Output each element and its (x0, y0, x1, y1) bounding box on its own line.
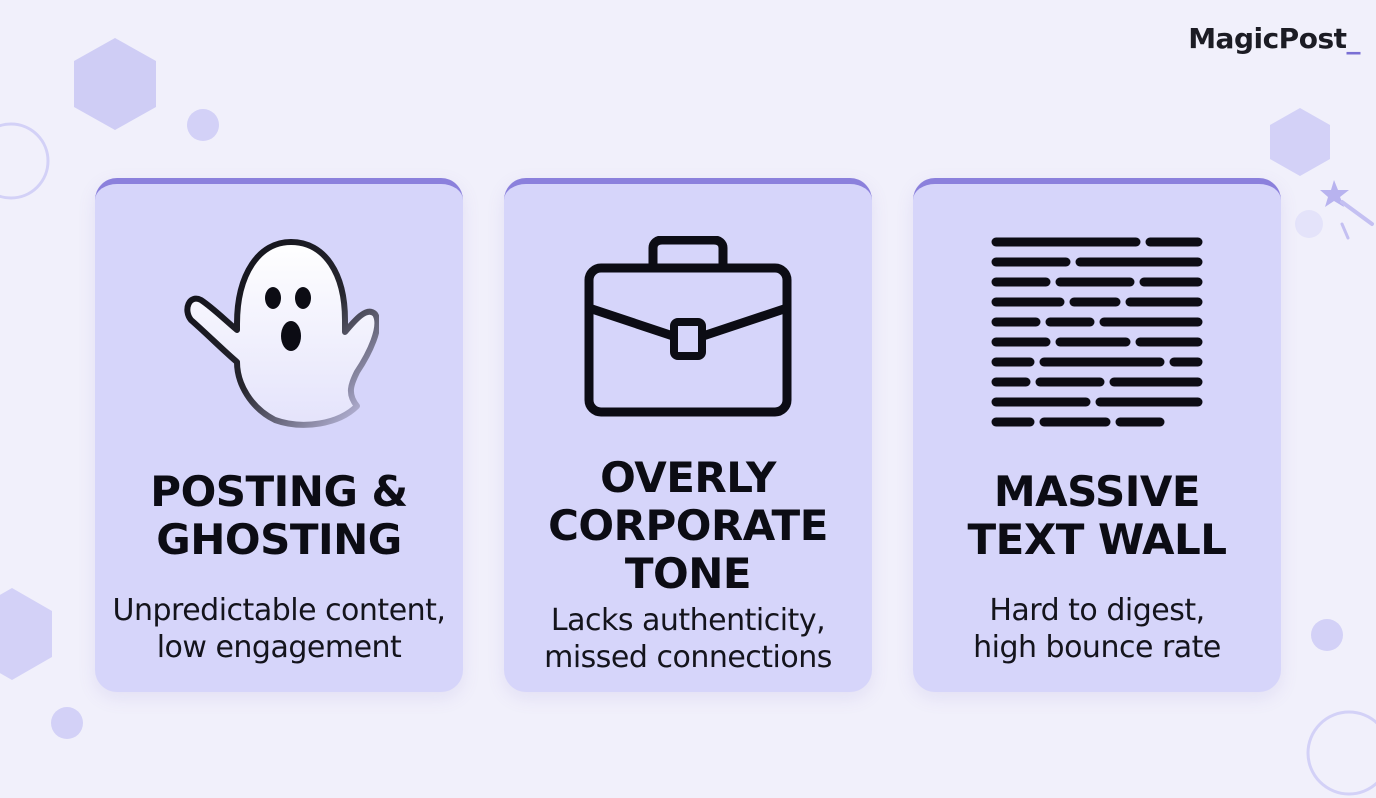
ring-decoration-left (0, 122, 50, 200)
brand-name: MagicPost (1188, 22, 1347, 55)
hexagon-decoration-top-left (74, 38, 156, 130)
card-corporate-tone: OVERLY CORPORATE TONE Lacks authenticity… (504, 178, 872, 692)
brand-cursor: _ (1346, 22, 1361, 55)
card-posting-ghosting: POSTING & GHOSTING Unpredictable content… (95, 178, 463, 692)
card-title: OVERLY CORPORATE TONE (548, 453, 828, 598)
brand-logo: MagicPost_ (1188, 22, 1360, 55)
text-wall-icon (991, 237, 1203, 427)
circle-decoration-small-top-left (187, 109, 219, 141)
card-description: Unpredictable content, low engagement (112, 593, 446, 665)
card-title: MASSIVE TEXT WALL (967, 467, 1227, 564)
hexagon-decoration-left (0, 588, 52, 680)
card-description: Lacks authenticity, missed connections (544, 603, 832, 675)
circle-decoration-bottom-left (51, 707, 83, 739)
hexagon-decoration-top-right (1270, 108, 1330, 176)
card-title: POSTING & GHOSTING (150, 467, 408, 564)
briefcase-icon (584, 235, 792, 417)
ghost-icon (184, 239, 381, 428)
card-text-wall: MASSIVE TEXT WALL Hard to digest, high b… (913, 178, 1281, 692)
magic-wand-icon (1295, 180, 1374, 240)
ring-decoration-bottom-right (1306, 710, 1376, 796)
card-description: Hard to digest, high bounce rate (973, 593, 1221, 665)
circle-decoration-right (1311, 619, 1343, 651)
